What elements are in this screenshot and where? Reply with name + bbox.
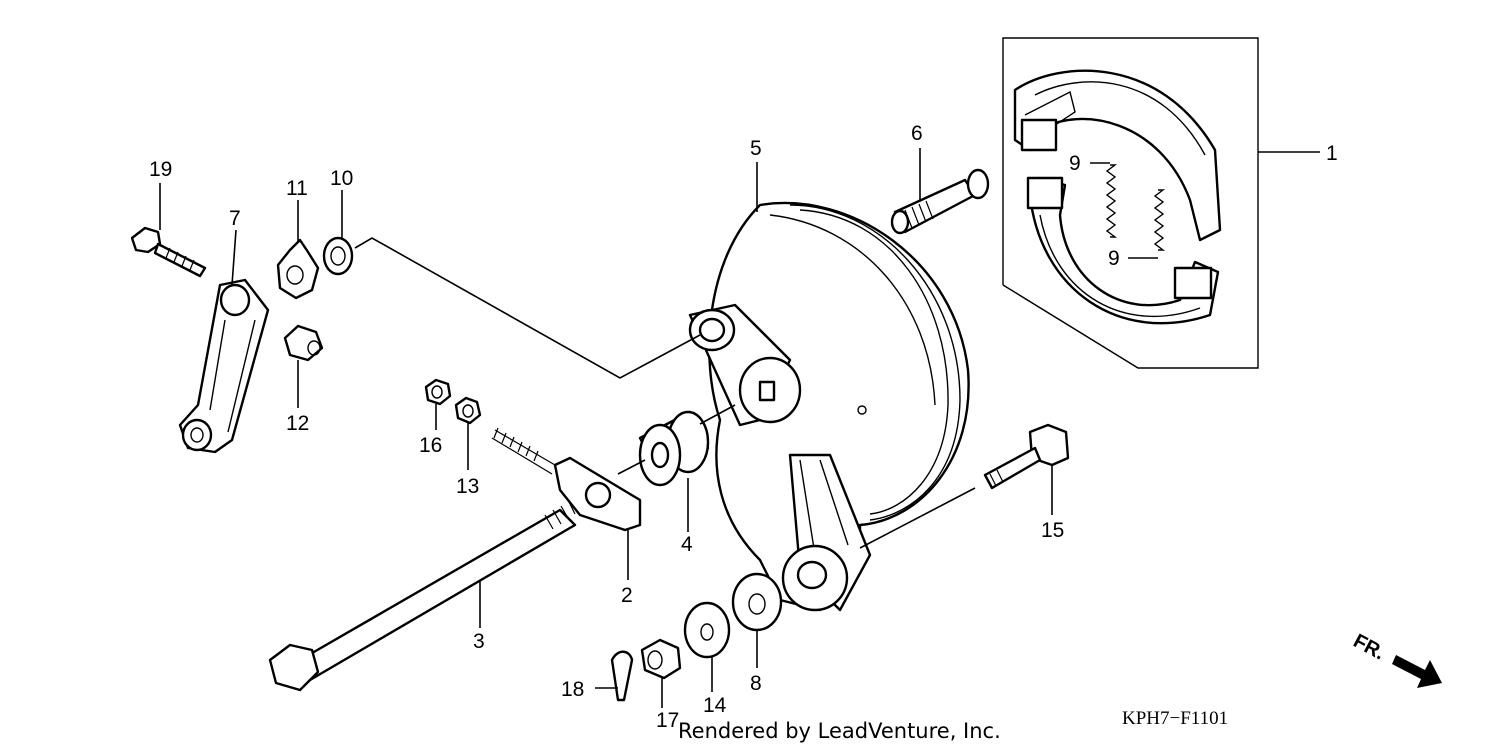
wear-indicator-plate-part xyxy=(276,200,320,300)
collar-part xyxy=(617,404,736,532)
nut-13-part xyxy=(454,396,482,470)
brake-panel-part xyxy=(688,162,970,612)
nut-17-part xyxy=(640,638,682,708)
part-label-9-upper: 9 xyxy=(1069,152,1081,175)
part-label-14: 14 xyxy=(703,694,727,717)
washer-8-part xyxy=(731,572,783,668)
part-label-3: 3 xyxy=(473,630,485,653)
part-label-1: 1 xyxy=(1326,142,1338,165)
part-label-19: 19 xyxy=(149,158,172,181)
part-label-5: 5 xyxy=(750,137,762,160)
part-label-4: 4 xyxy=(681,533,693,556)
part-label-16: 16 xyxy=(419,434,442,457)
part-label-6: 6 xyxy=(911,122,923,145)
cotter-pin-part xyxy=(595,650,634,702)
part-label-12: 12 xyxy=(286,412,309,435)
part-label-2: 2 xyxy=(621,584,633,607)
part-label-10: 10 xyxy=(330,167,353,190)
washer-14-part xyxy=(683,601,731,692)
part-label-11: 11 xyxy=(286,177,308,200)
brake-cam-part xyxy=(890,148,990,235)
front-direction-label: FR. xyxy=(1350,630,1389,665)
brake-shoe-kit xyxy=(1002,37,1320,369)
stopper-arm-part xyxy=(178,229,270,454)
nut-12-part xyxy=(283,324,324,408)
part-label-13: 13 xyxy=(456,475,479,498)
axle-part xyxy=(268,501,577,692)
part-label-9-lower: 9 xyxy=(1108,247,1120,270)
bolt-15-part xyxy=(983,423,1070,515)
rendered-by-credit: Rendered by LeadVenture, Inc. xyxy=(678,719,1001,743)
part-label-18: 18 xyxy=(561,678,584,701)
part-label-8: 8 xyxy=(750,672,762,695)
bolt-19-part xyxy=(130,183,207,278)
part-label-7: 7 xyxy=(229,207,241,230)
front-direction-indicator: FR. xyxy=(1350,630,1442,688)
diagram-code: KPH7−F1101 xyxy=(1122,708,1228,729)
part-label-15: 15 xyxy=(1041,519,1064,542)
plate-part xyxy=(491,427,642,580)
part-label-17: 17 xyxy=(656,709,679,732)
washer-10-part xyxy=(322,190,354,276)
nut-16-part xyxy=(424,378,452,430)
